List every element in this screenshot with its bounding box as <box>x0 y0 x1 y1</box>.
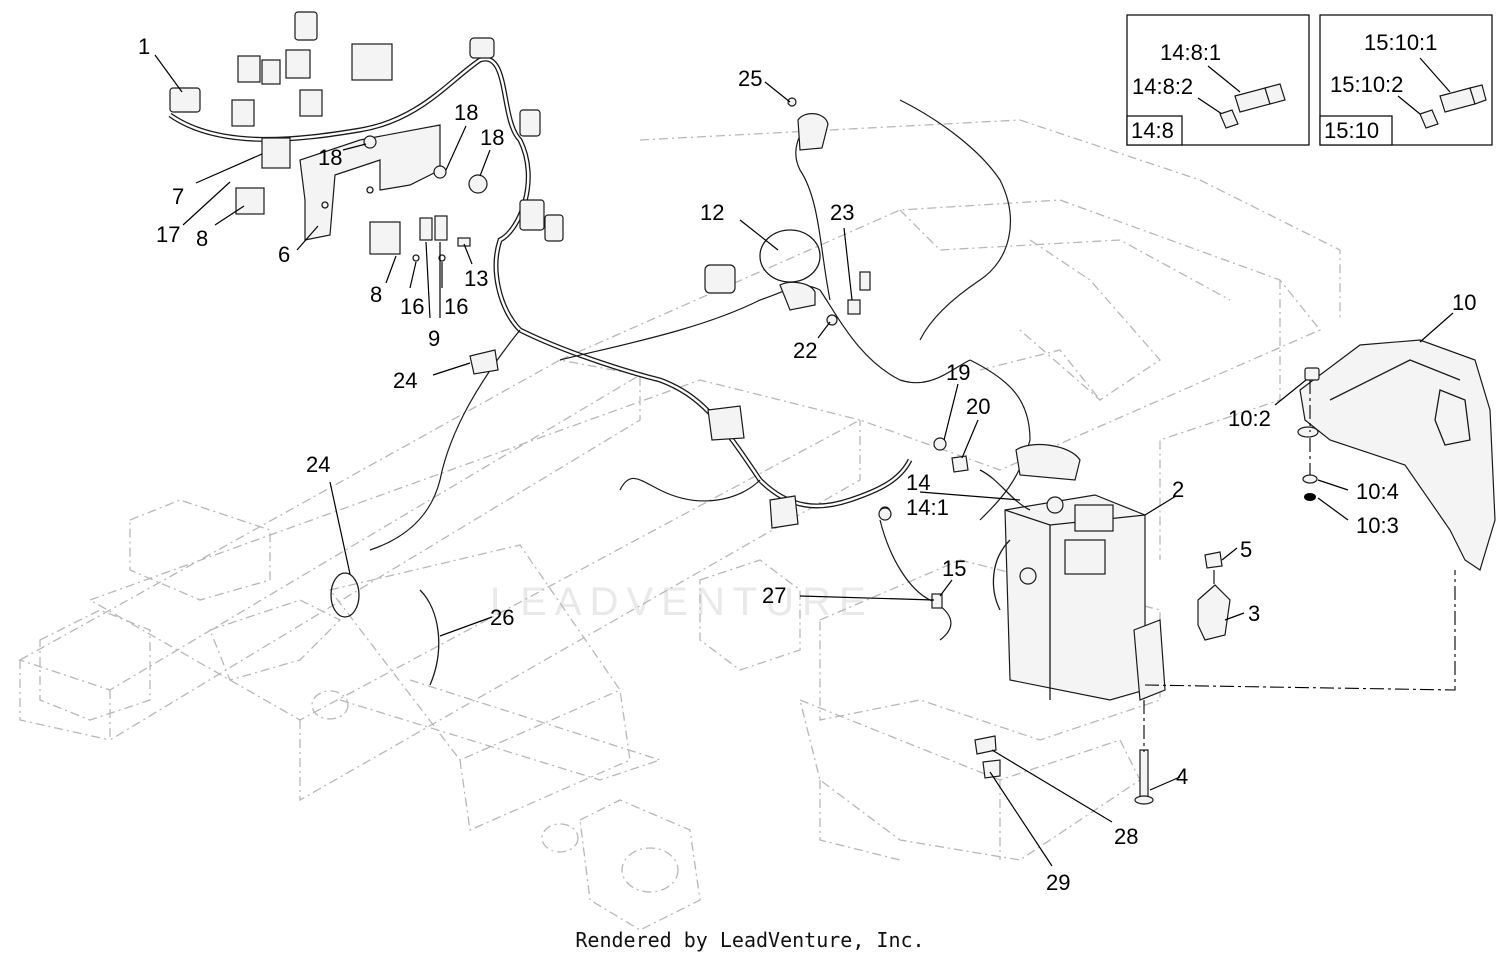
leader-lines <box>154 54 1456 867</box>
callout-8a: 8 <box>196 226 208 251</box>
callout-27: 27 <box>762 583 786 608</box>
callout-20: 20 <box>966 394 990 419</box>
mounting-bracket <box>299 124 441 241</box>
callout-1: 1 <box>138 34 150 59</box>
callout-13: 13 <box>464 266 488 291</box>
pump-and-sensors <box>469 97 969 529</box>
inset-15-10-2: 15:10:2 <box>1330 72 1403 97</box>
callout-18a: 18 <box>318 145 342 170</box>
callout-9: 9 <box>428 326 440 351</box>
callout-24b: 24 <box>306 452 330 477</box>
callout-18b: 18 <box>454 100 478 125</box>
wire-harness <box>168 56 1031 641</box>
callout-8b: 8 <box>370 282 382 307</box>
watermark-text: LEADVENTURE <box>490 580 874 624</box>
inset-14-8-2: 14:8:2 <box>1132 74 1193 99</box>
relays <box>235 135 488 262</box>
callout-labels: 1 2 3 4 5 6 7 8 8 9 10 10:2 10:3 10:4 12… <box>138 34 1476 895</box>
inset-14-8-title: 14:8 <box>1131 118 1174 143</box>
callout-3: 3 <box>1248 601 1260 626</box>
callout-25: 25 <box>738 66 762 91</box>
inset-15-10-title: 15:10 <box>1324 118 1379 143</box>
connectors-cluster <box>169 11 564 242</box>
callout-28: 28 <box>1114 824 1138 849</box>
battery <box>979 443 1146 701</box>
callout-10: 10 <box>1452 290 1476 315</box>
callout-14-1: 14:1 <box>906 495 949 520</box>
callout-5: 5 <box>1240 537 1252 562</box>
callout-10-2: 10:2 <box>1228 406 1271 431</box>
inset-14-8: 14:8 14:8:1 14:8:2 <box>1126 14 1310 146</box>
callout-10-3: 10:3 <box>1356 513 1399 538</box>
inset-15-10-1: 15:10:1 <box>1364 30 1437 55</box>
callout-16b: 16 <box>444 294 468 319</box>
inset-15-10: 15:10 15:10:1 15:10:2 <box>1319 14 1493 146</box>
callout-14: 14 <box>906 470 930 495</box>
callout-15: 15 <box>942 556 966 581</box>
callout-19: 19 <box>946 360 970 385</box>
callout-18c: 18 <box>480 125 504 150</box>
chassis-frame <box>18 119 1341 931</box>
callout-22: 22 <box>793 338 817 363</box>
callout-23: 23 <box>830 200 854 225</box>
callout-16a: 16 <box>400 294 424 319</box>
cable-tie-and-clamp <box>330 507 943 686</box>
callout-4: 4 <box>1176 764 1188 789</box>
callout-2: 2 <box>1172 477 1184 502</box>
callout-7: 7 <box>172 184 184 209</box>
battery-hold-down <box>974 551 1231 805</box>
callout-29: 29 <box>1046 870 1070 895</box>
callout-6: 6 <box>278 242 290 267</box>
callout-12: 12 <box>700 200 724 225</box>
inset-14-8-1: 14:8:1 <box>1160 40 1221 65</box>
callout-24a: 24 <box>393 368 417 393</box>
callout-17: 17 <box>156 222 180 247</box>
callout-26: 26 <box>490 605 514 630</box>
footer-credit: Rendered by LeadVenture, Inc. <box>575 928 925 952</box>
battery-cover <box>1297 339 1496 571</box>
callout-10-4: 10:4 <box>1356 479 1399 504</box>
